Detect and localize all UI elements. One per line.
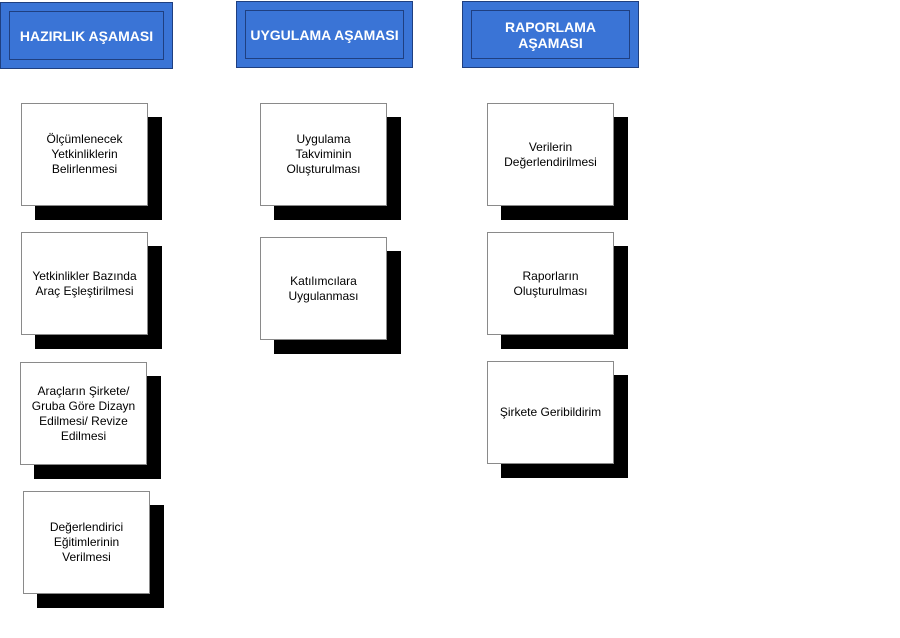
step-label: Değerlendirici Eğitimlerinin Verilmesi [49,520,124,564]
step-label: Uygulama Takviminin Oluşturulması [286,132,361,176]
step-label: Şirkete Geribildirim [499,405,602,419]
step-label: Araçların Şirkete/ Gruba Göre Dizayn Edi… [31,383,136,443]
card-box: Katılımcılara Uygulanması [260,237,387,340]
step-label: Katılımcılara Uygulanması [288,273,359,303]
phase-header-hazirlik: HAZIRLIK AŞAMASI [0,2,173,69]
card-box: Raporların Oluşturulması [487,232,614,335]
card-box: Uygulama Takviminin Oluşturulması [260,103,387,206]
phase-header-uygulama: UYGULAMA AŞAMASI [236,1,413,68]
phase-header-raporlama: RAPORLAMA AŞAMASI [462,1,639,68]
card-box: Araçların Şirkete/ Gruba Göre Dizayn Edi… [20,362,147,465]
phase-header-inner: UYGULAMA AŞAMASI [245,10,404,59]
step-label: Raporların Oluşturulması [513,268,588,298]
phase-title: HAZIRLIK AŞAMASI [19,27,154,44]
step-label: Verilerin Değerlendirilmesi [504,139,597,169]
phase-header-inner: RAPORLAMA AŞAMASI [471,10,630,59]
step-label: Yetkinlikler Bazında Araç Eşleştirilmesi [32,268,137,298]
card-box: Yetkinlikler Bazında Araç Eşleştirilmesi [21,232,148,335]
phase-title: UYGULAMA AŞAMASI [250,26,399,43]
card-box: Değerlendirici Eğitimlerinin Verilmesi [23,491,150,594]
step-label: Ölçümlenecek Yetkinliklerin Belirlenmesi [46,132,123,176]
phase-header-inner: HAZIRLIK AŞAMASI [9,11,164,60]
card-box: Verilerin Değerlendirilmesi [487,103,614,206]
phase-title: RAPORLAMA AŞAMASI [505,18,596,51]
card-box: Şirkete Geribildirim [487,361,614,464]
card-box: Ölçümlenecek Yetkinliklerin Belirlenmesi [21,103,148,206]
